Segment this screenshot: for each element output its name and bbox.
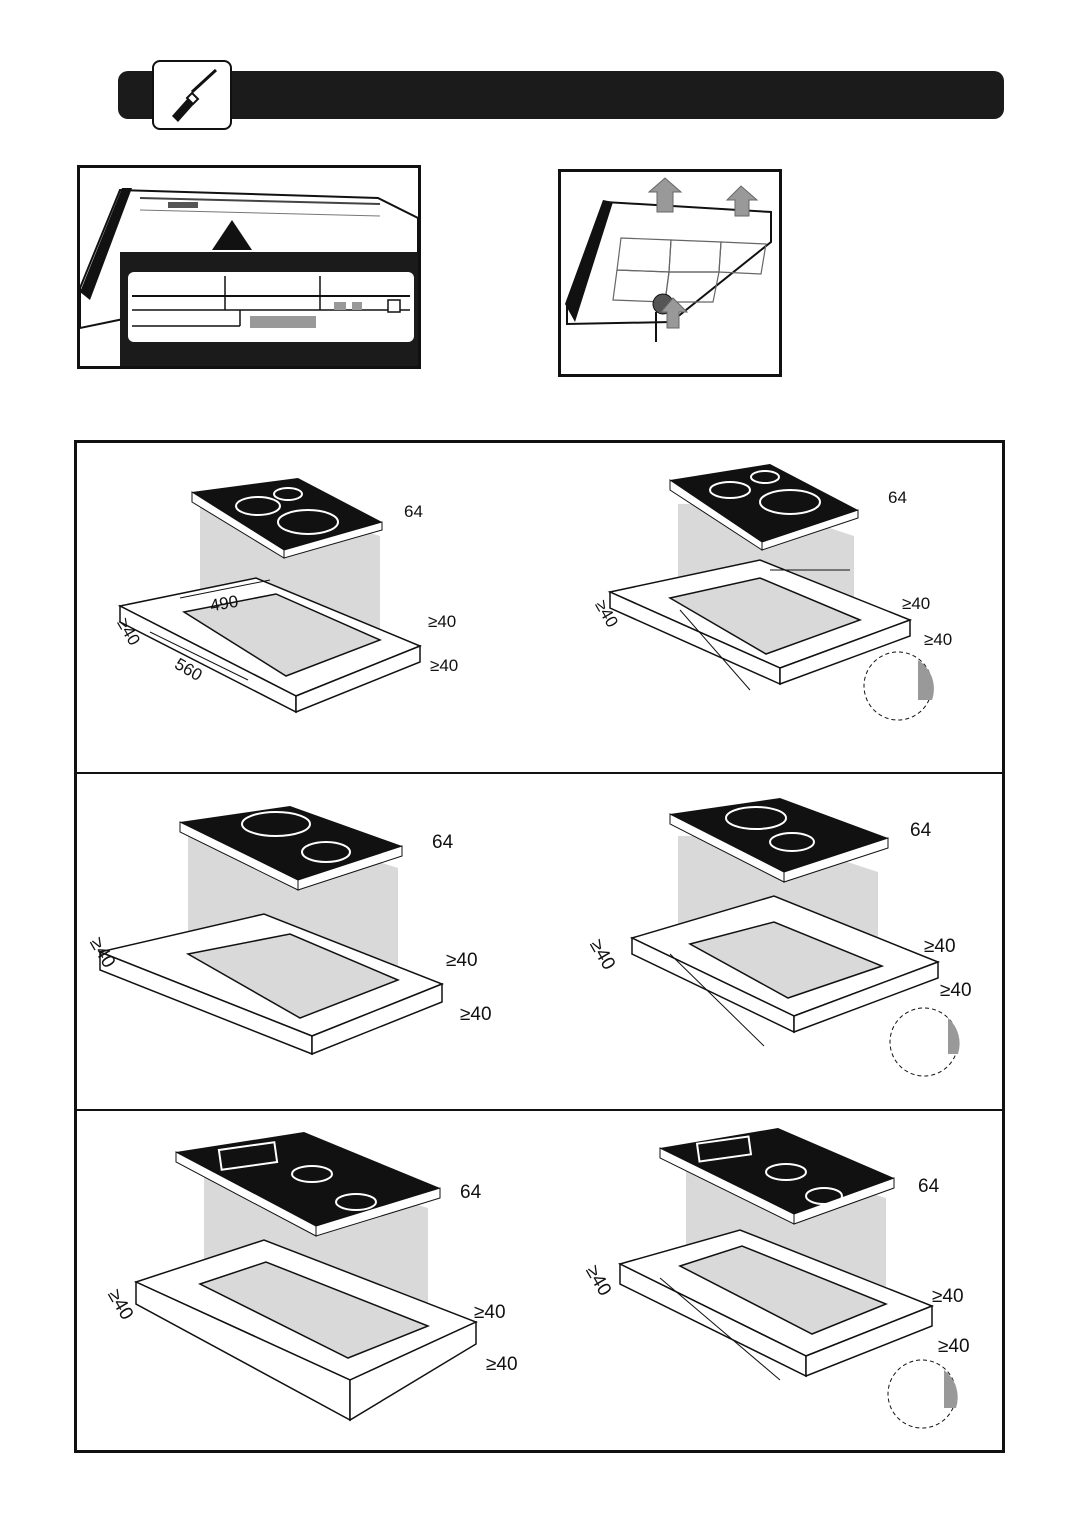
clearance-right-label: ≥40 (428, 612, 456, 632)
height-label: 64 (888, 488, 907, 508)
clearance-back-label: ≥40 (486, 1354, 518, 1376)
height-label: 64 (910, 820, 931, 842)
clearance-back-label: ≥40 (924, 630, 952, 650)
clearance-back-label: ≥40 (938, 1336, 970, 1358)
row-divider (77, 772, 1002, 774)
clearance-right-label: ≥40 (902, 594, 930, 614)
clearance-back-label: ≥40 (430, 656, 458, 676)
section-header-bar (118, 71, 1004, 119)
cutout-diagram-panel: 64 490 560 ≥40 ≥40 ≥40 (80, 450, 540, 768)
rating-plate-figure (77, 165, 421, 369)
cutout-diagram-panel: 64 ≥40 ≥40 ≥40 (560, 784, 1000, 1104)
underside-figure (558, 169, 782, 377)
height-label: 64 (404, 502, 423, 522)
clearance-back-label: ≥40 (460, 1004, 492, 1026)
cutout-diagram-panel: 64 ≥40 ≥40 ≥40 (80, 784, 540, 1104)
clearance-back-label: ≥40 (940, 980, 972, 1002)
clearance-right-label: ≥40 (474, 1302, 506, 1324)
cutout-diagram-panel: 64 ≥40 ≥40 ≥40 (560, 450, 1000, 768)
cutout-diagram-panel: 64 ≥40 ≥40 ≥40 (560, 1118, 1000, 1448)
row-divider (77, 1109, 1002, 1111)
clearance-right-label: ≥40 (924, 936, 956, 958)
clearance-right-label: ≥40 (932, 1286, 964, 1308)
height-label: 64 (432, 832, 453, 854)
height-label: 64 (460, 1182, 481, 1204)
cutout-diagram-panel: 64 ≥40 ≥40 ≥40 (80, 1118, 540, 1448)
height-label: 64 (918, 1176, 939, 1198)
clearance-right-label: ≥40 (446, 950, 478, 972)
screwdriver-icon (152, 60, 232, 130)
rating-plate-label (120, 252, 421, 366)
